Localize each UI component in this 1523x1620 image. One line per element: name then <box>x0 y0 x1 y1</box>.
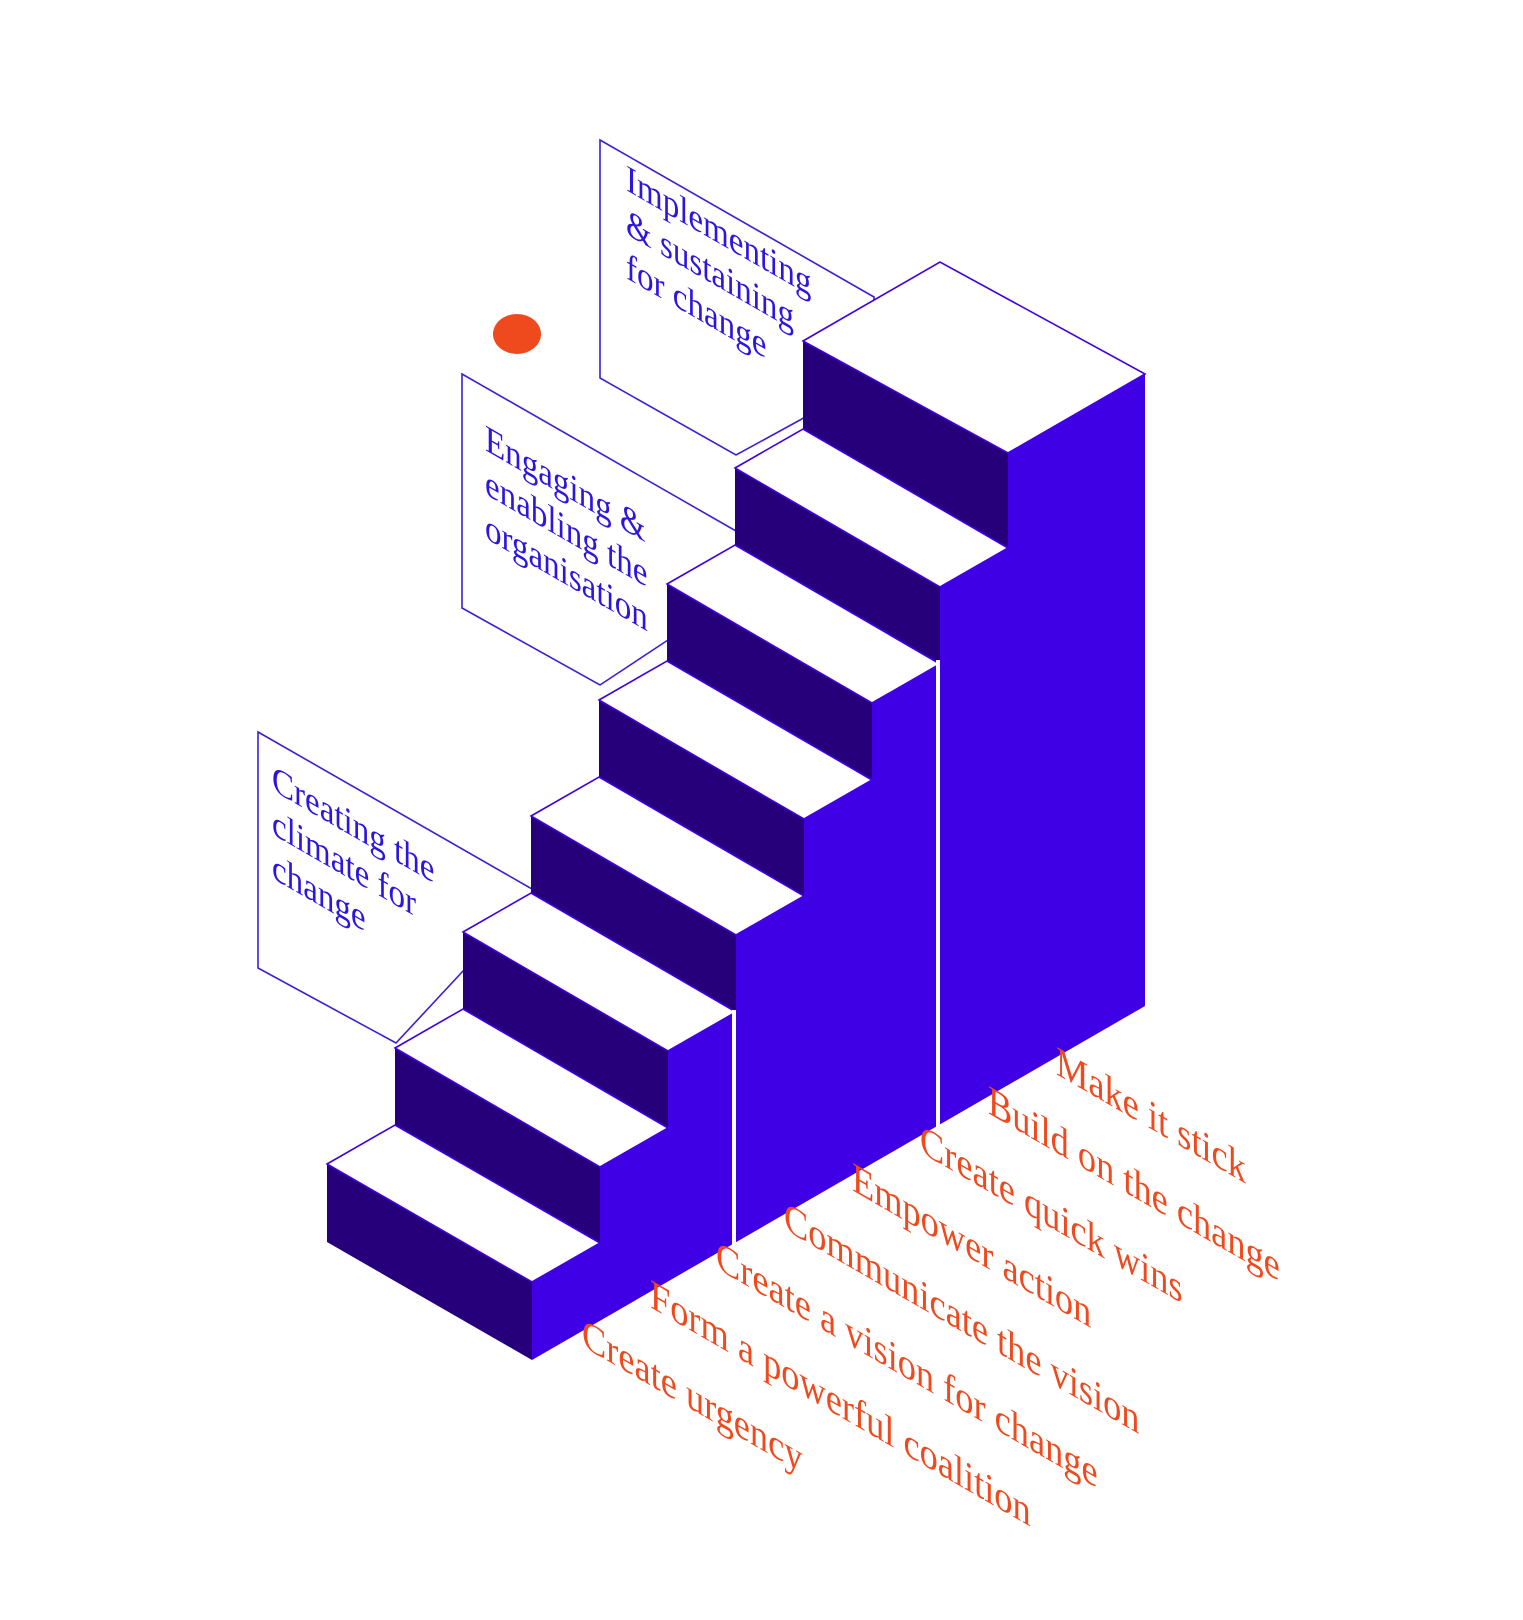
tread-2 <box>393 1008 670 1168</box>
riser-1 <box>327 1164 532 1360</box>
riser-8 <box>803 341 1008 548</box>
tread-8 <box>801 261 1147 454</box>
tread-1 <box>325 1124 602 1283</box>
staircase <box>325 261 1147 1360</box>
tread-4 <box>529 776 806 936</box>
tread-7 <box>733 428 1010 588</box>
riser-6 <box>667 584 872 780</box>
tread-5 <box>597 660 874 820</box>
riser-4 <box>531 816 736 1012</box>
staircase-side-face <box>532 374 1145 1360</box>
riser-7 <box>735 468 940 664</box>
accent-dot <box>493 314 541 354</box>
riser-5 <box>599 700 804 896</box>
riser-3 <box>463 932 668 1128</box>
riser-2 <box>395 1048 600 1243</box>
